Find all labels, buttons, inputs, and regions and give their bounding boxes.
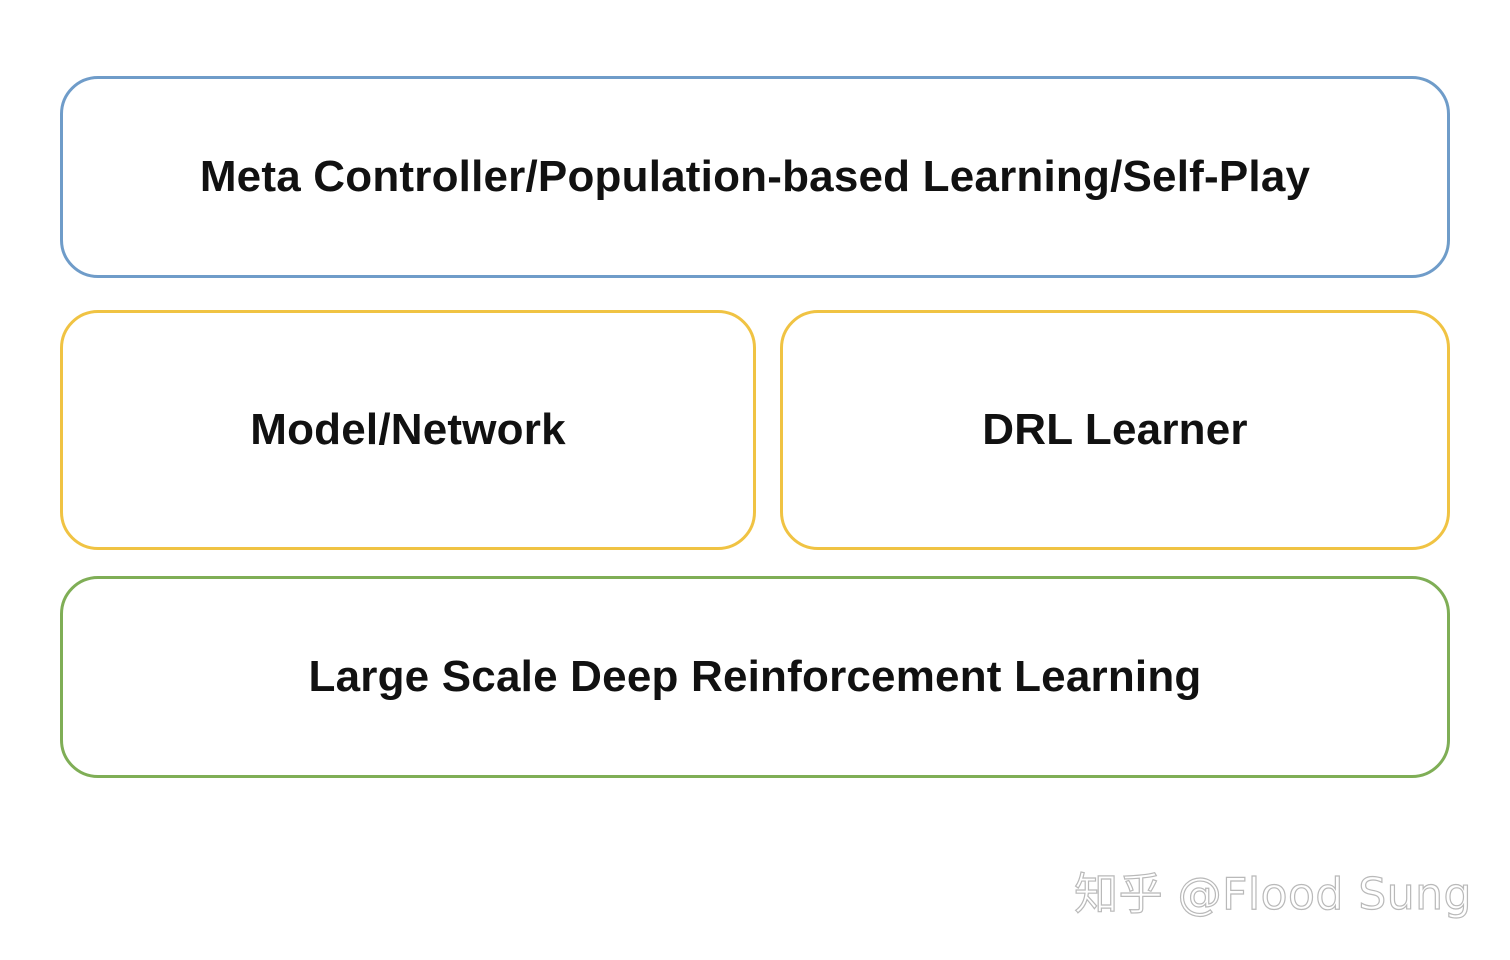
- large-scale-drl-box: Large Scale Deep Reinforcement Learning: [60, 576, 1450, 778]
- large-scale-drl-label: Large Scale Deep Reinforcement Learning: [308, 652, 1202, 701]
- model-network-label: Model/Network: [250, 405, 566, 454]
- meta-controller-box: Meta Controller/Population-based Learnin…: [60, 76, 1450, 278]
- drl-learner-label: DRL Learner: [982, 405, 1248, 454]
- model-network-box: Model/Network: [60, 310, 756, 550]
- drl-learner-box: DRL Learner: [780, 310, 1450, 550]
- meta-controller-label: Meta Controller/Population-based Learnin…: [199, 152, 1311, 201]
- watermark: 知乎 @Flood Sung: [1073, 868, 1472, 920]
